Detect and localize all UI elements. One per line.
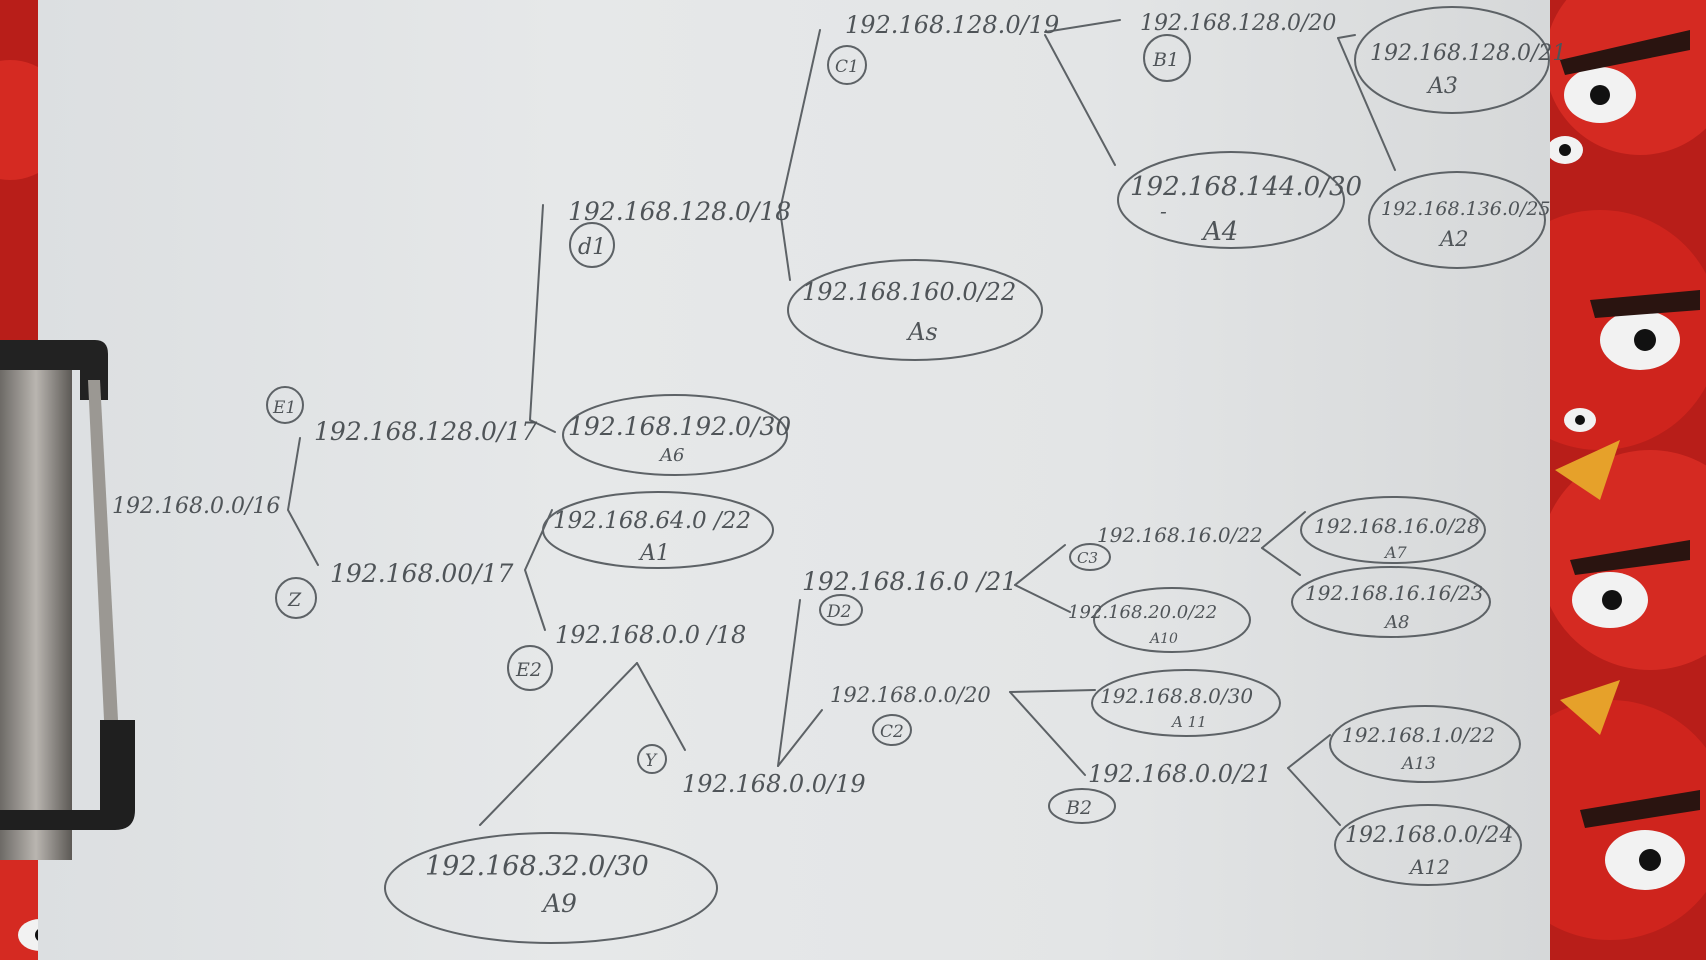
leaf-a3-address: 192.168.128.0/21 <box>1370 41 1566 66</box>
node-b2-label: 192.168.0.0/21 <box>1088 760 1272 788</box>
leaf-a4-mark: - <box>1160 199 1167 223</box>
node-c1-tag: C1 <box>835 57 859 77</box>
paper-sheet <box>38 0 1550 960</box>
node-y: Y 192.168.0.0/19 <box>637 744 866 798</box>
node-b2-tag: B2 <box>1065 797 1092 819</box>
node-d2: D2 192.168.16.0 /21 <box>802 567 1017 626</box>
leaf-a8-name: A8 <box>1383 612 1409 633</box>
leaf-a1: 192.168.64.0 /22 A1 <box>542 491 774 569</box>
node-c3-label: 192.168.16.0/22 <box>1097 523 1263 547</box>
leaf-a9-address: 192.168.32.0/30 <box>425 851 649 882</box>
leaf-a4: 192.168.144.0/30 - A4 <box>1117 151 1362 249</box>
node-b1-label: 192.168.128.0/20 <box>1140 11 1336 36</box>
leaf-a5: 192.168.160.0/22 As <box>787 259 1043 361</box>
leaf-a6: 192.168.192.0/30 A6 <box>562 394 791 476</box>
leaf-a12-address: 192.168.0.0/24 <box>1345 823 1513 848</box>
leaf-a8-address: 192.168.16.16/23 <box>1305 581 1484 605</box>
leaf-a11-name: A 11 <box>1170 713 1207 731</box>
node-e2-tag: E2 <box>515 659 542 681</box>
leaf-a11: 192.168.8.0/30 A 11 <box>1091 669 1281 737</box>
node-d2-tag: D2 <box>826 602 851 622</box>
leaf-a2-name: A2 <box>1438 227 1469 251</box>
leaf-a10: 192.168.20.0/22 A10 <box>1068 587 1251 653</box>
node-y-tag: Y <box>645 751 658 771</box>
node-c2-tag: C2 <box>880 722 904 742</box>
leaf-a10-name: A10 <box>1148 631 1178 647</box>
node-z: Z 192.168.00/17 <box>275 559 513 619</box>
leaf-a4-name: A4 <box>1201 217 1238 247</box>
leaf-a9: 192.168.32.0/30 A9 <box>384 832 718 944</box>
leaf-a9-name: A9 <box>541 889 577 918</box>
leaf-a12: 192.168.0.0/24 A12 <box>1334 804 1522 886</box>
node-c2-label: 192.168.0.0/20 <box>830 683 991 707</box>
leaf-a5-name: As <box>906 318 938 346</box>
node-z-label: 192.168.00/17 <box>330 559 513 588</box>
clipboard-clip <box>0 340 135 860</box>
leaf-a4-address: 192.168.144.0/30 <box>1130 172 1362 202</box>
node-e1: E1 192.168.128.0/17 <box>266 386 537 446</box>
node-d1: d1 192.168.128.0/18 <box>568 197 791 268</box>
node-y-label: 192.168.0.0/19 <box>682 770 866 798</box>
node-d2-label: 192.168.16.0 /21 <box>802 567 1017 596</box>
node-c3-tag: C3 <box>1077 549 1098 567</box>
node-e2: E2 192.168.0.0 /18 <box>507 621 746 691</box>
node-b1-tag: B1 <box>1152 49 1179 71</box>
leaf-a6-address: 192.168.192.0/30 <box>568 412 791 441</box>
node-e1-label: 192.168.128.0/17 <box>314 417 537 446</box>
leaf-a7: 192.168.16.0/28 A7 <box>1300 496 1486 564</box>
node-b2: B2 192.168.0.0/21 <box>1048 760 1272 824</box>
node-e1-tag: E1 <box>272 398 296 418</box>
leaf-a2: 192.168.136.0/25 A2 <box>1368 171 1551 269</box>
leaf-a5-address: 192.168.160.0/22 <box>802 278 1016 306</box>
root-subnet-label: 192.168.0.0/16 <box>112 494 280 519</box>
node-e2-label: 192.168.0.0 /18 <box>555 621 746 649</box>
node-c2: C2 192.168.0.0/20 <box>830 683 991 746</box>
leaf-a1-name: A1 <box>638 541 670 566</box>
node-c1: C1 192.168.128.0/19 <box>827 11 1059 85</box>
node-c1-label: 192.168.128.0/19 <box>845 11 1059 39</box>
leaf-a12-name: A12 <box>1408 855 1450 879</box>
leaf-a8: 192.168.16.16/23 A8 <box>1291 566 1491 638</box>
node-c3: C3 192.168.16.0/22 <box>1069 523 1263 571</box>
node-d1-label: 192.168.128.0/18 <box>568 197 791 226</box>
node-d1-tag: d1 <box>578 235 606 260</box>
leaf-a13-name: A13 <box>1400 754 1436 774</box>
leaf-a10-address: 192.168.20.0/22 <box>1068 602 1217 623</box>
leaf-a6-name: A6 <box>658 445 684 466</box>
leaf-a13: 192.168.1.0/22 A13 <box>1329 705 1521 783</box>
node-b1: B1 192.168.128.0/20 <box>1140 11 1336 82</box>
leaf-a7-address: 192.168.16.0/28 <box>1314 514 1480 538</box>
leaf-a11-address: 192.168.8.0/30 <box>1100 684 1253 708</box>
connector-lines <box>286 19 1396 826</box>
leaf-a2-address: 192.168.136.0/25 <box>1381 198 1551 220</box>
leaf-a3: 192.168.128.0/21 A3 <box>1354 6 1566 114</box>
leaf-a7-name: A7 <box>1383 543 1408 562</box>
leaf-a13-address: 192.168.1.0/22 <box>1342 723 1495 747</box>
leaf-a1-address: 192.168.64.0 /22 <box>553 508 751 534</box>
node-z-tag: Z <box>287 589 302 611</box>
leaf-a3-name: A3 <box>1426 74 1458 99</box>
